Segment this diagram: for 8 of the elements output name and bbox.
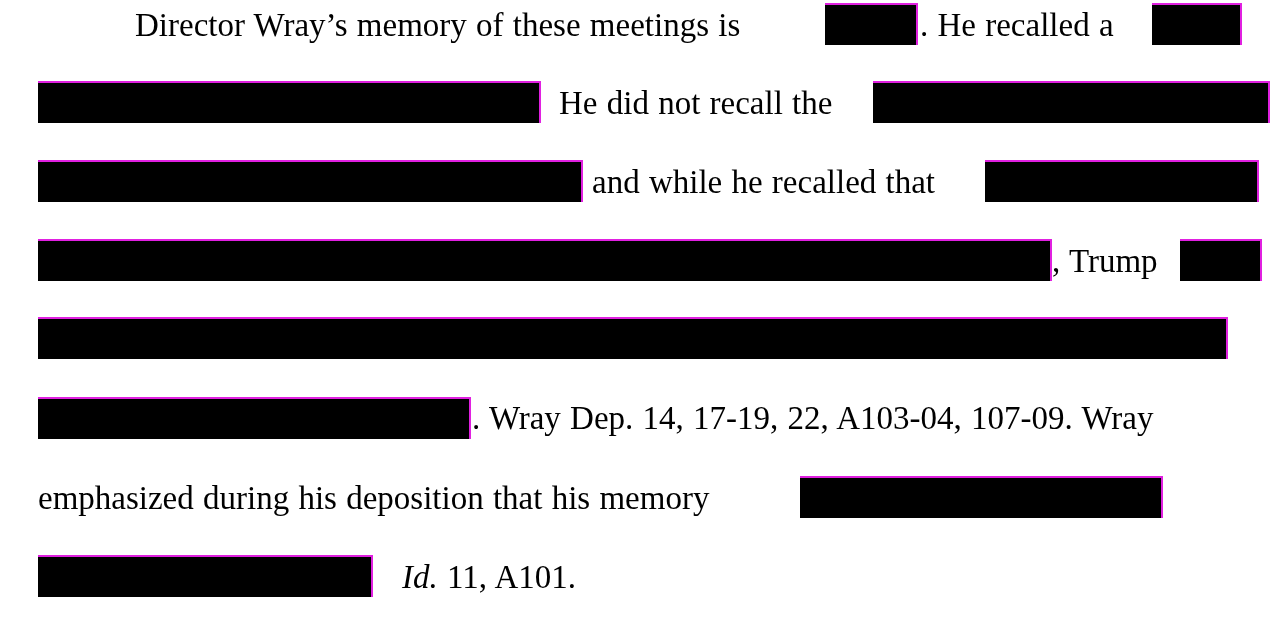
text-line: Id. 11, A101. (402, 558, 577, 597)
text-line: emphasized during his deposition that his memory (38, 479, 710, 518)
text-line: . He recalled a (920, 6, 1114, 45)
text-line: He did not recall the (559, 84, 833, 123)
text-line: , Trump (1052, 242, 1158, 281)
text-line: Director Wray’s memory of these meetings is (135, 6, 741, 45)
text-line: . Wray Dep. 14, 17-19, 22, A103-04, 107-09. Wray (472, 399, 1154, 438)
text-line: and while he recalled that (592, 163, 935, 202)
